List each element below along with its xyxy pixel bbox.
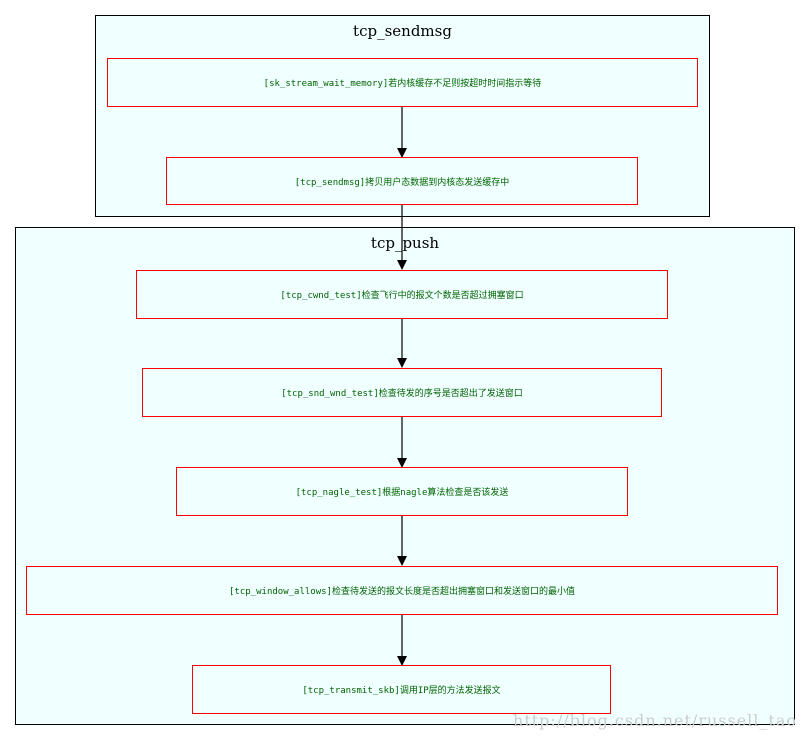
cluster-title-tcp-sendmsg: tcp_sendmsg — [353, 22, 452, 40]
node-tcp-snd-wnd-test: [tcp_snd_wnd_test]检查待发的序号是否超出了发送窗口 — [142, 368, 662, 417]
node-sk-stream-wait-memory: [sk_stream_wait_memory]若内核缓存不足则按超时时间指示等待 — [107, 58, 698, 107]
cluster-tcp-push: tcp_push — [15, 227, 795, 725]
node-tcp-transmit-skb: [tcp_transmit_skb]调用IP层的方法发送报文 — [192, 665, 611, 714]
node-tcp-nagle-test: [tcp_nagle_test]根据nagle算法检查是否该发送 — [176, 467, 628, 516]
node-tcp-cwnd-test: [tcp_cwnd_test]检查飞行中的报文个数是否超过拥塞窗口 — [136, 270, 668, 319]
cluster-title-tcp-push: tcp_push — [370, 234, 440, 252]
node-tcp-sendmsg: [tcp_sendmsg]拷贝用户态数据到内核态发送缓存中 — [166, 157, 638, 205]
node-tcp-window-allows: [tcp_window_allows]检查待发送的报文长度是否超出拥塞窗口和发送… — [26, 566, 778, 615]
watermark-text: http://blog.csdn.net/russell_tao — [513, 711, 797, 730]
